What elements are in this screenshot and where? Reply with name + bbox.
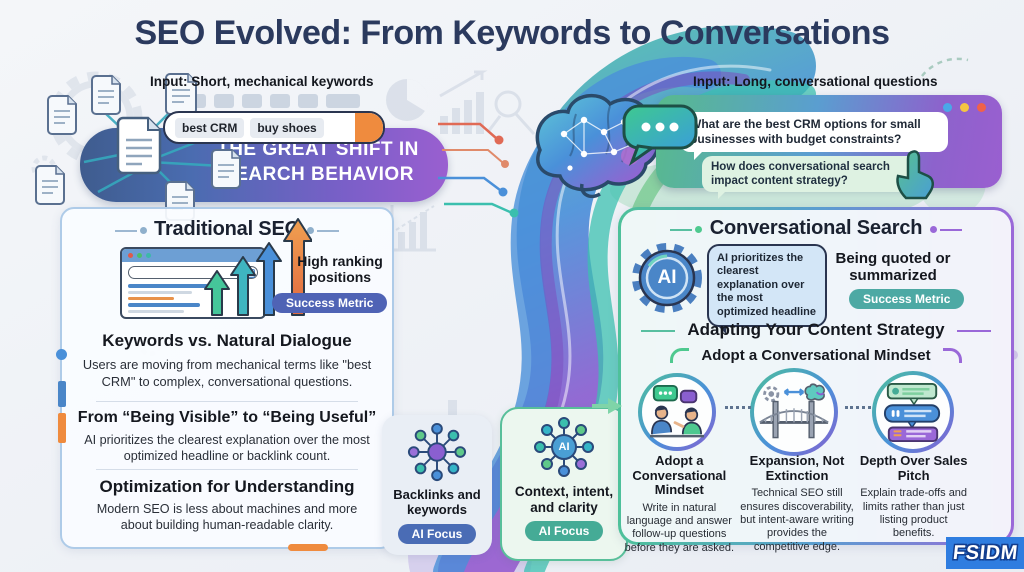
- column1-heading: Adopt a Conversational Mindset: [632, 453, 727, 498]
- ai-gear-icon: AI: [631, 242, 703, 314]
- mindset-icons-row: [621, 368, 971, 456]
- bottom-accent-orange: [288, 544, 328, 551]
- search-bar: best CRM buy shoes: [163, 111, 385, 144]
- quoted-metric-text: Being quoted or summarized: [835, 250, 951, 285]
- rising-arrows-icon: [204, 218, 312, 316]
- conversational-title: Conversational Search: [709, 217, 923, 239]
- flow-arrow-icon: [592, 398, 622, 414]
- shift-banner-text: THE GREAT SHIFT IN SEARCH BEHAVIOR: [198, 138, 438, 187]
- section1-body: Users are moving from mechanical terms l…: [82, 357, 372, 389]
- keyword-chip: buy shoes: [250, 117, 324, 138]
- section2-body: AI prioritizes the clearest explanation …: [84, 433, 370, 464]
- dotted-connector: [845, 406, 871, 409]
- circuit-lines-decor: [438, 122, 519, 218]
- section3-heading: Optimization for Understanding: [99, 477, 355, 496]
- left-input-label: Input: Short, mechanical keywords: [150, 74, 374, 89]
- watermark-logo: FSIDM: [946, 537, 1024, 569]
- column-mindset: Adopt a Conversational Mindset Write in …: [623, 453, 735, 555]
- keyword-chip: best CRM: [175, 117, 245, 138]
- column-expansion: Expansion, Not Extinction Technical SEO …: [740, 453, 854, 555]
- scatter-node-icon: [486, 90, 536, 136]
- right-input-label: Input: Long, conversational questions: [693, 74, 938, 89]
- ai-gear-label: AI: [657, 267, 677, 288]
- watermark-text: FSIDM: [951, 541, 1019, 564]
- ai-focus-badge-teal: AI Focus: [524, 521, 604, 542]
- context-focus-card: AI Context, intent, and clarity AI Focus: [500, 407, 628, 561]
- shift-banner-line1: THE GREAT SHIFT IN: [217, 139, 419, 160]
- conversational-title-row: Conversational Search: [621, 217, 1011, 240]
- ranking-metric-text: High ranking positions: [297, 253, 383, 286]
- column-depth: Depth Over Sales Pitch Explain trade-off…: [859, 453, 969, 555]
- ai-network-icon: [534, 417, 594, 477]
- edge-dot-decor: [56, 349, 67, 360]
- ai-priority-bubble: AI prioritizes the clearest explanation …: [707, 244, 827, 335]
- shift-banner-line2: SEARCH BEHAVIOR: [222, 163, 414, 185]
- column2-body: Technical SEO still ensures discoverabil…: [740, 487, 854, 553]
- divider: [96, 401, 358, 402]
- success-metric-badge: Success Metric: [272, 293, 388, 313]
- edge-mark-blue: [58, 381, 66, 407]
- strategy-heading: Adapting Your Content Strategy: [687, 320, 945, 339]
- chat-window: What are the best CRM options for small …: [656, 95, 1002, 200]
- page-title: SEO Evolved: From Keywords to Conversati…: [134, 14, 890, 52]
- document-icon: [35, 73, 241, 221]
- traditional-title: Traditional SEO: [154, 218, 300, 240]
- pie-chart-icon: [386, 78, 429, 121]
- dotted-connector: [725, 406, 751, 409]
- section1-heading: Keywords vs. Natural Dialogue: [102, 331, 352, 350]
- conversational-search-panel: Conversational Search AI AI prioritizes …: [621, 210, 1011, 554]
- mindset-heading-row: Adopt a Conversational Mindset: [621, 347, 1011, 365]
- bridge-expansion-icon: [750, 368, 838, 456]
- mindset-heading: Adopt a Conversational Mindset: [701, 347, 931, 364]
- column3-heading: Depth Over Sales Pitch: [859, 453, 968, 483]
- edge-mark-orange: [58, 413, 66, 443]
- column1-body: Write in natural language and answer fol…: [624, 501, 735, 554]
- section2-heading: From “Being Visible” to “Being Useful”: [77, 409, 377, 426]
- search-bar-cap: [355, 113, 383, 142]
- traditional-title-row: Traditional SEO: [62, 218, 392, 241]
- people-talking-icon: [638, 373, 716, 451]
- divider: [96, 469, 358, 470]
- column2-heading: Expansion, Not Extinction: [749, 453, 845, 483]
- column3-body: Explain trade-offs and limits rather tha…: [860, 487, 968, 540]
- context-label: Context, intent, and clarity: [514, 484, 614, 515]
- documents-cluster: [35, 73, 241, 221]
- mindset-columns: Adopt a Conversational Mindset Write in …: [621, 453, 971, 555]
- traditional-seo-panel: Traditional SEO: [56, 207, 394, 551]
- backlinks-focus-card: Backlinks and keywords AI Focus: [382, 415, 492, 555]
- speech-bubble-icon: [621, 104, 698, 166]
- conversational-panel-border: Conversational Search AI AI prioritizes …: [618, 207, 1014, 554]
- chat-question-1: What are the best CRM options for small …: [680, 112, 948, 160]
- success-metric-badge-teal: Success Metric: [849, 289, 965, 309]
- hand-cursor-icon: [896, 150, 934, 200]
- section3-body: Modern SEO is less about machines and mo…: [96, 502, 358, 533]
- chat-question-2: How does conversational search impact co…: [702, 156, 920, 200]
- message-stack-icon: [872, 371, 954, 453]
- backlinks-label: Backlinks and keywords: [393, 487, 481, 517]
- backlinks-network-icon: [407, 422, 467, 482]
- window-dots: [943, 103, 986, 112]
- ai-focus-badge-blue: AI Focus: [397, 523, 477, 544]
- strategy-heading-row: Adapting Your Content Strategy: [621, 320, 1011, 340]
- ai-network-label: AI: [558, 441, 570, 453]
